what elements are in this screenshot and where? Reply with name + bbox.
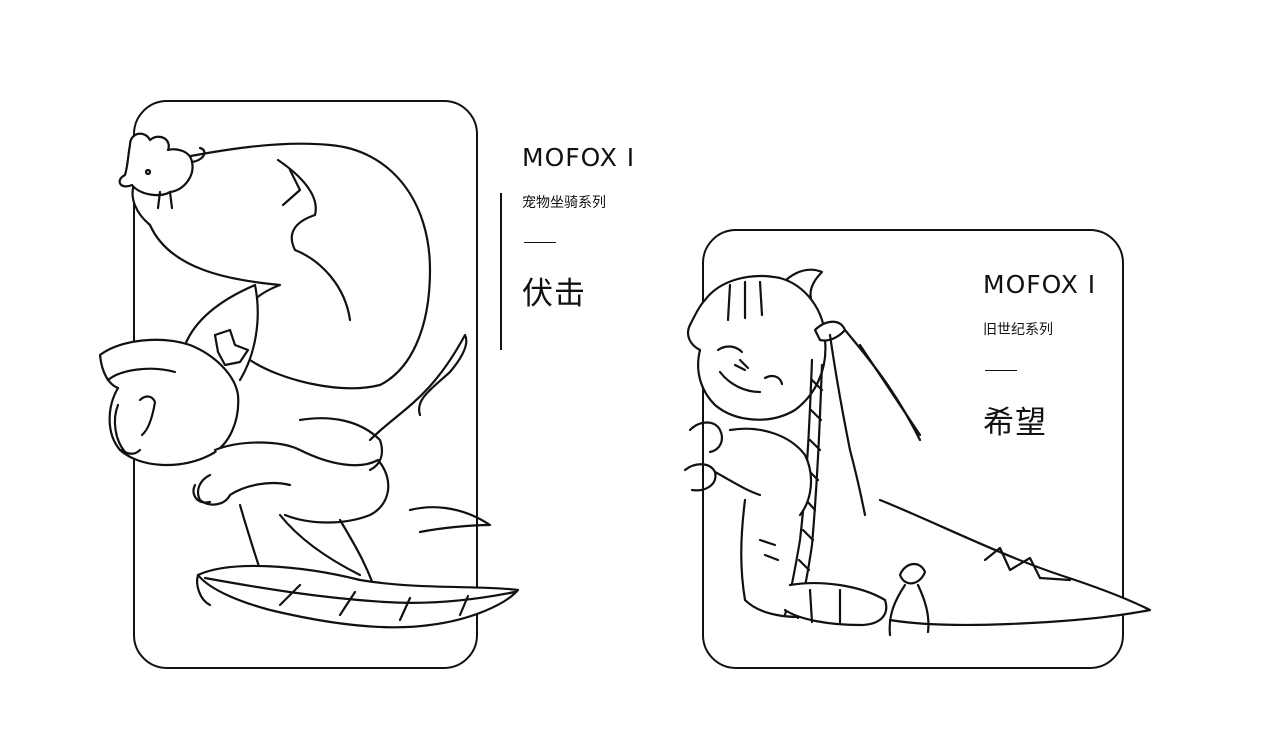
right-card-character-name: 希望: [983, 405, 1047, 441]
left-card-brand: MOFOX I: [522, 143, 636, 172]
right-card-series: 旧世纪系列: [983, 322, 1053, 338]
left-card-character-name: 伏击: [522, 276, 586, 312]
right-card-dash: [985, 370, 1017, 371]
right-card-brand: MOFOX I: [983, 270, 1097, 299]
left-card-frame: [133, 100, 478, 669]
left-card-dash: [524, 242, 556, 243]
left-card-series: 宠物坐骑系列: [522, 195, 606, 211]
left-card-divider-bar: [500, 193, 502, 350]
